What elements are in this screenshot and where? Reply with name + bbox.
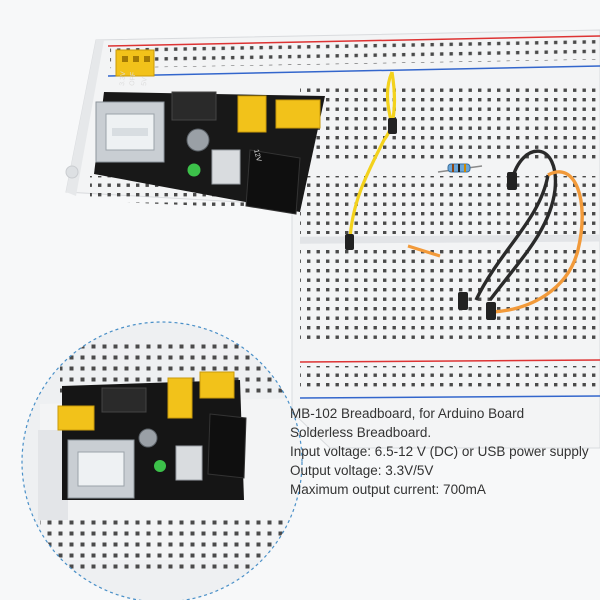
usb-port <box>95 101 165 163</box>
jumper-header <box>115 49 155 77</box>
power-module: 3.3V OFF 5V 12V <box>94 49 325 215</box>
dc-jack-closeup <box>207 413 247 479</box>
label-3v3: 3.3V <box>119 71 127 86</box>
power-switch-closeup <box>175 445 203 481</box>
description-input-voltage: Input voltage: 6.5-12 V (DC) or USB powe… <box>290 444 589 459</box>
description-output-voltage: Output voltage: 3.3V/5V <box>290 463 434 478</box>
power-led <box>187 163 201 177</box>
power-rail-top <box>107 35 600 77</box>
resistor <box>437 163 483 173</box>
power-switch <box>211 149 241 185</box>
power-rail-bottom <box>299 359 600 399</box>
description-title: MB-102 Breadboard, for Arduino Board Sol… <box>290 406 525 440</box>
label-5v: 5V <box>141 77 149 86</box>
dc-jack <box>245 149 301 215</box>
detail-inset <box>21 321 303 600</box>
jumper-wires <box>345 71 584 320</box>
terminal-strip-lower <box>300 250 600 342</box>
short-jumper <box>407 244 441 258</box>
description-max-current: Maximum output current: 700mA <box>290 482 486 497</box>
label-off: OFF <box>129 72 137 87</box>
product-description: MB-102 Breadboard, for Arduino Board Sol… <box>290 404 590 499</box>
power-led-closeup <box>154 460 166 472</box>
label-12v: 12V <box>252 149 262 163</box>
